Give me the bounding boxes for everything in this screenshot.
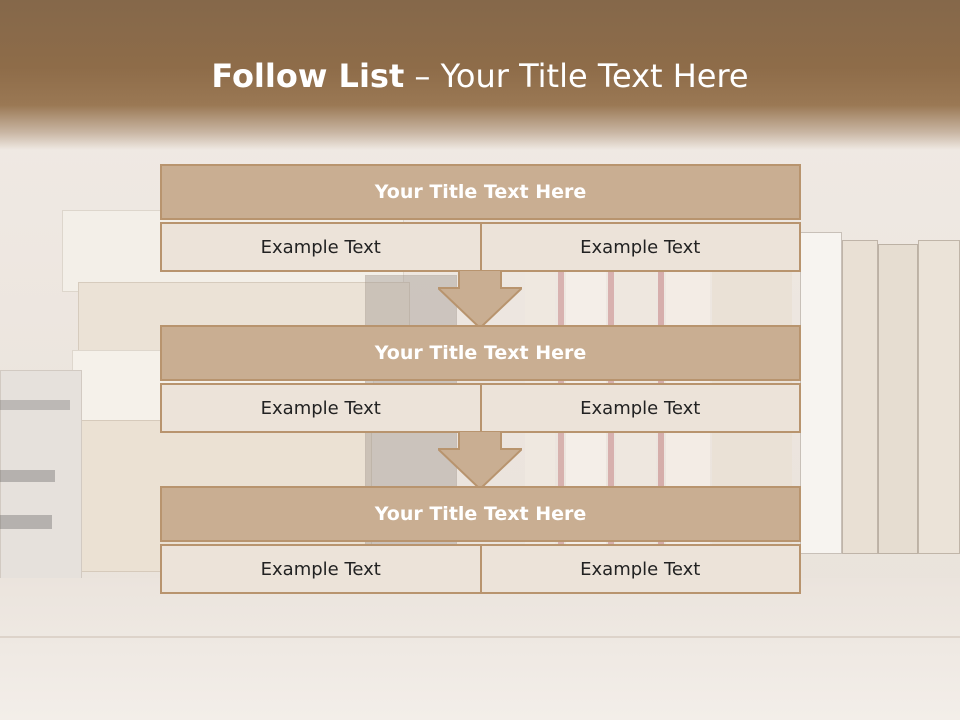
list-item-title: Your Title Text Here: [160, 486, 801, 542]
book: [878, 244, 918, 554]
book: [0, 515, 52, 529]
shelf: [0, 578, 960, 720]
list-item: Your Title Text Here Example Text Exampl…: [160, 164, 801, 272]
page-title-bold: Follow List: [211, 57, 405, 95]
list-item-row: Example Text Example Text: [160, 544, 801, 594]
page-title: Follow List – Your Title Text Here: [0, 56, 960, 96]
shelf-edge: [0, 636, 960, 638]
list-item-row: Example Text Example Text: [160, 383, 801, 433]
book: [0, 470, 55, 482]
book: [800, 232, 842, 554]
list-item-title: Your Title Text Here: [160, 164, 801, 220]
page-title-rest: – Your Title Text Here: [404, 57, 749, 95]
book: [0, 400, 70, 410]
list-item-text-left: Example Text: [160, 222, 482, 272]
down-arrow-icon: [438, 270, 522, 330]
down-arrow-icon: [438, 431, 522, 491]
list-item-title: Your Title Text Here: [160, 325, 801, 381]
list-item-text-left: Example Text: [160, 544, 482, 594]
book: [842, 240, 878, 554]
book: [918, 240, 960, 554]
list-item: Your Title Text Here Example Text Exampl…: [160, 325, 801, 433]
list-item-text-right: Example Text: [481, 222, 801, 272]
list-item-text-right: Example Text: [481, 383, 801, 433]
book: [0, 370, 82, 582]
title-band: [0, 0, 960, 150]
list-item-text-right: Example Text: [481, 544, 801, 594]
list-item-row: Example Text Example Text: [160, 222, 801, 272]
list-item-text-left: Example Text: [160, 383, 482, 433]
list-item: Your Title Text Here Example Text Exampl…: [160, 486, 801, 594]
